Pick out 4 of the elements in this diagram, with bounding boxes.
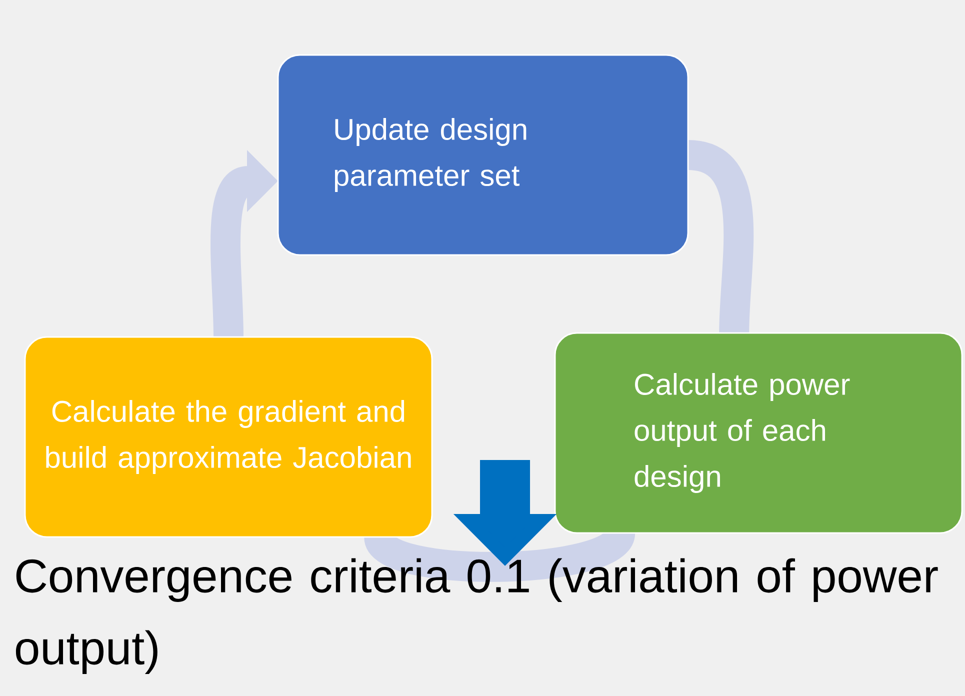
process-box: Update design parameter set	[277, 54, 689, 256]
process-box: Calculate the gradient and build approximate Jacobian	[24, 336, 433, 538]
note-text: Convergence criteria 0.1 (variation of power output)	[16, 558, 938, 674]
process-box: Calculate power output of each design	[554, 332, 963, 534]
